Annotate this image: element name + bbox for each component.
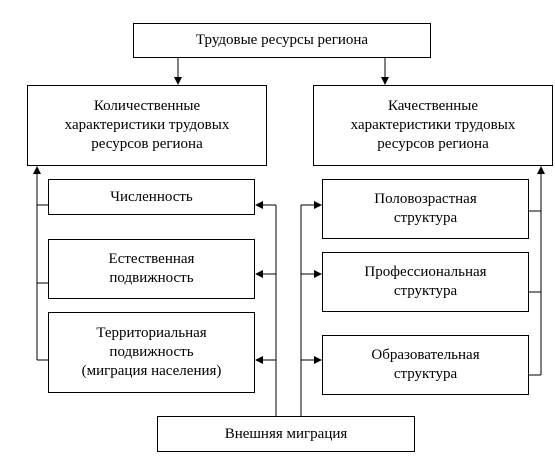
educational-structure-box: Образовательная структура [322,335,529,395]
educational-structure-label: Образовательная структура [371,347,480,382]
natural-mobility-box: Естественная подвижность [48,239,255,299]
quantitative-characteristics-label: Количественные характеристики трудовых р… [64,98,230,152]
age-sex-structure-label: Половозрастная структура [374,191,477,226]
territorial-mobility-box: Территориальная подвижность (миграция на… [48,312,255,393]
age-sex-structure-box: Половозрастная структура [322,179,529,239]
natural-mobility-label: Естественная подвижность [108,251,195,286]
external-migration-label: Внешняя миграция [224,425,348,442]
population-size-label: Численность [110,188,193,205]
quantitative-characteristics-box: Количественные характеристики трудовых р… [27,85,267,166]
labor-resources-box: Трудовые ресурсы региона [133,23,431,58]
professional-structure-box: Профессиональная структура [322,252,529,312]
qualitative-characteristics-label: Качественные характеристики трудовых рес… [350,98,516,152]
professional-structure-label: Профессиональная структура [364,264,487,299]
external-migration-box: Внешняя миграция [157,416,415,452]
labor-resources-label: Трудовые ресурсы региона [195,32,369,48]
territorial-mobility-label: Территориальная подвижность (миграция на… [81,325,222,379]
qualitative-characteristics-box: Качественные характеристики трудовых рес… [313,85,553,166]
population-size-box: Численность [48,179,255,215]
